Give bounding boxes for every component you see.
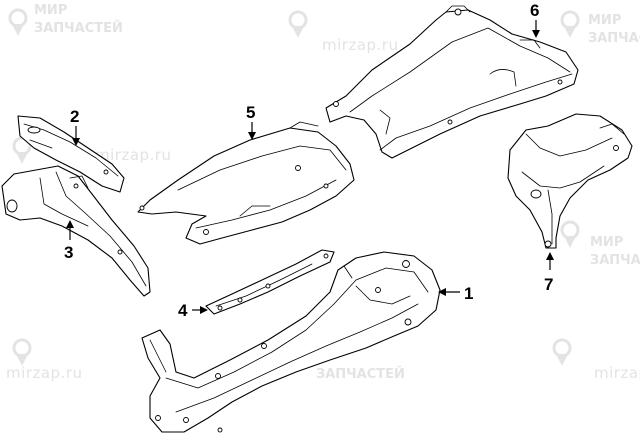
watermark-brand-top-right-2: ЗАПЧАСТЕЙ: [588, 30, 640, 46]
callout-3[interactable]: 3: [64, 220, 74, 262]
watermark-domain-bottom-right: mirzap.ru: [594, 364, 640, 382]
callout-6-label: 6: [530, 1, 539, 20]
watermark-layer: МИР ЗАПЧАСТЕЙ mirzap.ru МИР ЗАПЧАСТЕЙ mi…: [6, 3, 640, 382]
watermark-brand-line1: МИР: [34, 3, 67, 18]
callout-1-label: 1: [464, 284, 473, 303]
callout-2-label: 2: [70, 107, 79, 126]
callout-1[interactable]: 1: [438, 284, 473, 303]
callout-3-label: 3: [64, 243, 73, 262]
watermark-brand-mid-right-2: ЗАПЧАСТЕЙ: [590, 252, 640, 268]
callout-7[interactable]: 7: [544, 252, 554, 294]
watermark-brand-mid-right-1: МИР: [590, 235, 623, 250]
location-pin-watermark-icon: [552, 338, 572, 366]
watermark-domain-top: mirzap.ru: [322, 36, 398, 54]
callout-7-label: 7: [544, 275, 553, 294]
callout-5-label: 5: [246, 103, 255, 122]
callout-5[interactable]: 5: [246, 103, 256, 140]
callout-4-label: 4: [178, 301, 188, 320]
part-4-bracket: [205, 249, 335, 315]
callout-2[interactable]: 2: [70, 107, 80, 146]
part-5-heat-shield: [137, 121, 355, 245]
watermark-domain-mid: mirzap.ru: [95, 146, 171, 164]
callout-6[interactable]: 6: [530, 1, 540, 38]
watermark-brand-top-right-1: МИР: [588, 13, 621, 28]
location-pin-watermark-icon: [12, 338, 32, 366]
location-pin-watermark-icon: [8, 8, 28, 36]
location-pin-watermark-icon: [560, 220, 580, 248]
part-6-heat-shield: [325, 5, 579, 159]
part-2-bracket: [17, 115, 125, 193]
watermark-brand-bottom: ЗАПЧАСТЕЙ: [316, 366, 405, 382]
part-1-heat-shield: [141, 251, 441, 433]
part-3-bracket: [1, 165, 151, 297]
part-7-side-shield: [507, 113, 633, 249]
callout-4[interactable]: 4: [178, 301, 208, 320]
watermark-brand-line2: ЗАПЧАСТЕЙ: [34, 20, 123, 36]
watermark-domain-bottom-left: mirzap.ru: [6, 364, 82, 382]
location-pin-watermark-icon: [288, 10, 308, 38]
location-pin-watermark-icon: [560, 10, 580, 38]
